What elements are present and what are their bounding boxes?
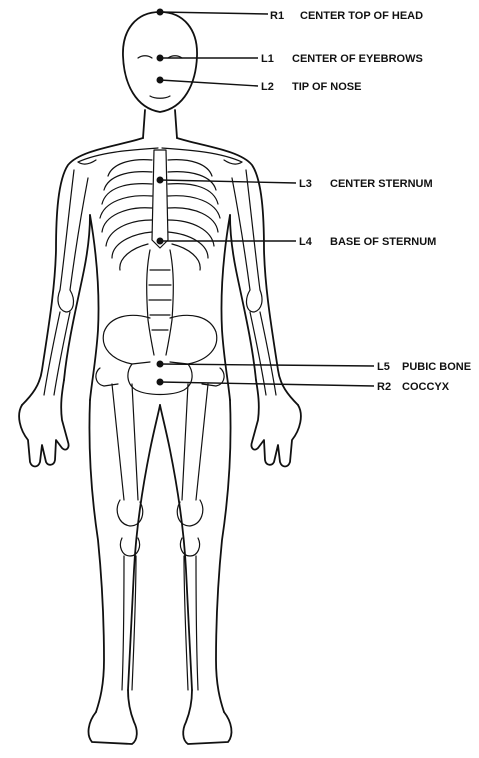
point-label: COCCYX xyxy=(402,381,450,393)
point-l3: L3 CENTER STERNUM xyxy=(157,177,433,191)
point-marker xyxy=(157,9,164,16)
point-label: TIP OF NOSE xyxy=(292,81,361,93)
point-marker xyxy=(157,238,164,245)
point-l5: L5 PUBIC BONE xyxy=(157,361,472,374)
point-label: CENTER STERNUM xyxy=(330,178,433,190)
point-label: PUBIC BONE xyxy=(402,361,471,373)
skeleton xyxy=(44,148,276,690)
point-l2: L2 TIP OF NOSE xyxy=(157,77,362,94)
point-marker xyxy=(157,55,164,62)
point-code: L4 xyxy=(299,236,313,248)
point-code: L2 xyxy=(261,81,274,93)
point-code: L1 xyxy=(261,53,274,65)
point-code: R1 xyxy=(270,10,284,22)
point-marker xyxy=(157,361,164,368)
point-code: L5 xyxy=(377,361,390,373)
body-outline xyxy=(19,12,301,744)
point-marker xyxy=(157,77,164,84)
point-code: L3 xyxy=(299,178,312,190)
point-label: CENTER OF EYEBROWS xyxy=(292,53,423,65)
point-marker xyxy=(157,379,164,386)
point-r2: R2 COCCYX xyxy=(157,379,450,394)
point-r1: R1 CENTER TOP OF HEAD xyxy=(157,9,424,23)
point-label: CENTER TOP OF HEAD xyxy=(300,10,423,22)
point-marker xyxy=(157,177,164,184)
point-code: R2 xyxy=(377,381,391,393)
point-label: BASE OF STERNUM xyxy=(330,236,436,248)
